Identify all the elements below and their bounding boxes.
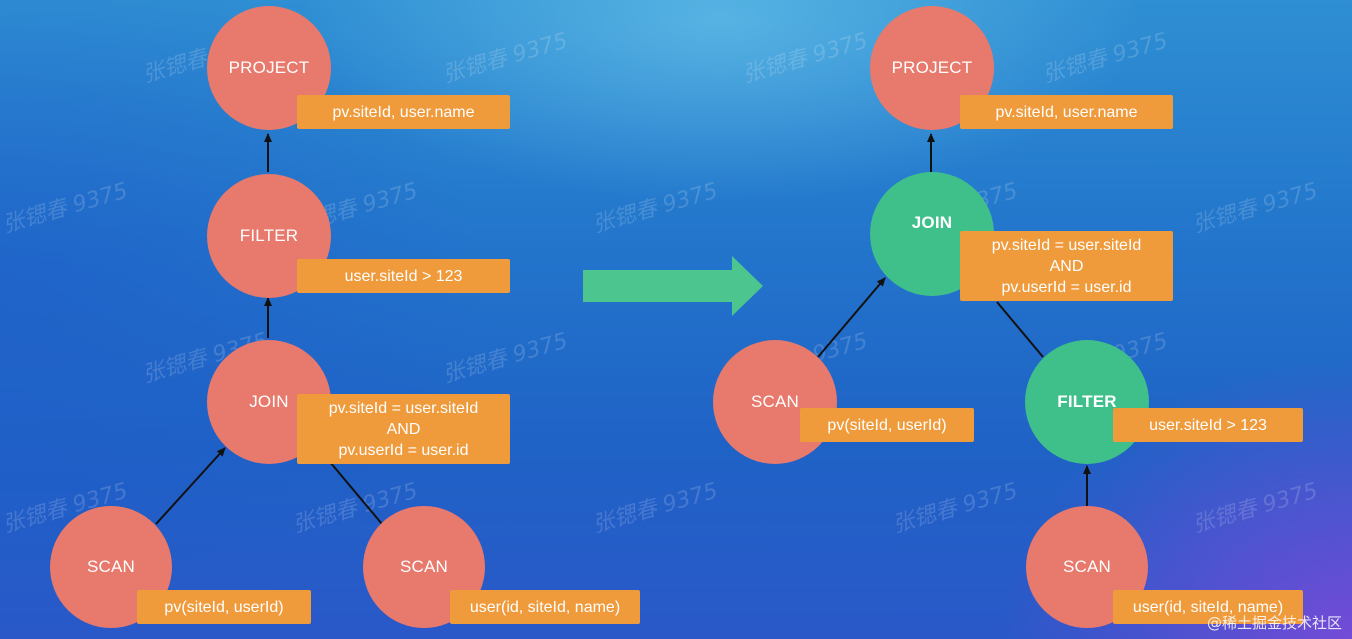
- label-text: user(id, siteId, name): [469, 598, 621, 616]
- label-text: pv.siteId, user.name: [332, 103, 475, 121]
- scan-pv-columns-label-right: pv(siteId, userId): [800, 408, 974, 442]
- edge-scan-user-to-join: [329, 461, 383, 525]
- scan-pv-columns-label: pv(siteId, userId): [137, 590, 311, 624]
- node-label: SCAN: [750, 392, 800, 411]
- label-text: pv(siteId, userId): [164, 598, 284, 616]
- node-label: PROJECT: [891, 58, 973, 77]
- label-text: pv.siteId, user.name: [995, 103, 1138, 121]
- label-text: pv.siteId = user.siteId: [328, 399, 479, 417]
- label-text: user.siteId > 123: [1149, 416, 1267, 434]
- node-label: FILTER: [239, 226, 299, 245]
- edge-filter-to-join-right: [996, 301, 1044, 358]
- join-condition-label-right: pv.siteId = user.siteId AND pv.userId = …: [960, 231, 1173, 301]
- project-columns-label: pv.siteId, user.name: [297, 95, 510, 129]
- node-label: SCAN: [399, 557, 449, 576]
- filter-condition-label: user.siteId > 123: [297, 259, 510, 293]
- label-text: pv.siteId = user.siteId: [991, 236, 1142, 254]
- edge-scan-pv-to-join: [155, 447, 226, 525]
- filter-node: FILTER: [207, 174, 331, 298]
- footer-credit: @稀土掘金技术社区: [1206, 614, 1342, 632]
- join-condition-label: pv.siteId = user.siteId AND pv.userId = …: [297, 394, 510, 464]
- node-label: JOIN: [911, 213, 953, 232]
- edge-scan-pv-to-join-right: [817, 277, 886, 358]
- transform-arrow: [583, 256, 763, 316]
- scan-user-columns-label-right: user(id, siteId, name): [1113, 590, 1303, 624]
- label-text: AND: [386, 420, 421, 438]
- filter-node-right: FILTER: [1025, 340, 1149, 464]
- node-label: SCAN: [1062, 557, 1112, 576]
- node-label: SCAN: [86, 557, 136, 576]
- label-text: user.siteId > 123: [344, 267, 463, 285]
- node-label: JOIN: [249, 392, 289, 411]
- node-label: PROJECT: [228, 58, 310, 77]
- label-text: pv.userId = user.id: [338, 441, 469, 459]
- scan-user-columns-label: user(id, siteId, name): [450, 590, 640, 624]
- scan-pv-node-right: SCAN: [713, 340, 837, 464]
- filter-condition-label-right: user.siteId > 123: [1113, 408, 1303, 442]
- label-text: AND: [1049, 257, 1084, 275]
- project-columns-label-right: pv.siteId, user.name: [960, 95, 1173, 129]
- label-text: user(id, siteId, name): [1132, 598, 1284, 616]
- node-label: FILTER: [1057, 392, 1117, 411]
- label-text: pv(siteId, userId): [827, 416, 947, 434]
- label-text: pv.userId = user.id: [1001, 278, 1132, 296]
